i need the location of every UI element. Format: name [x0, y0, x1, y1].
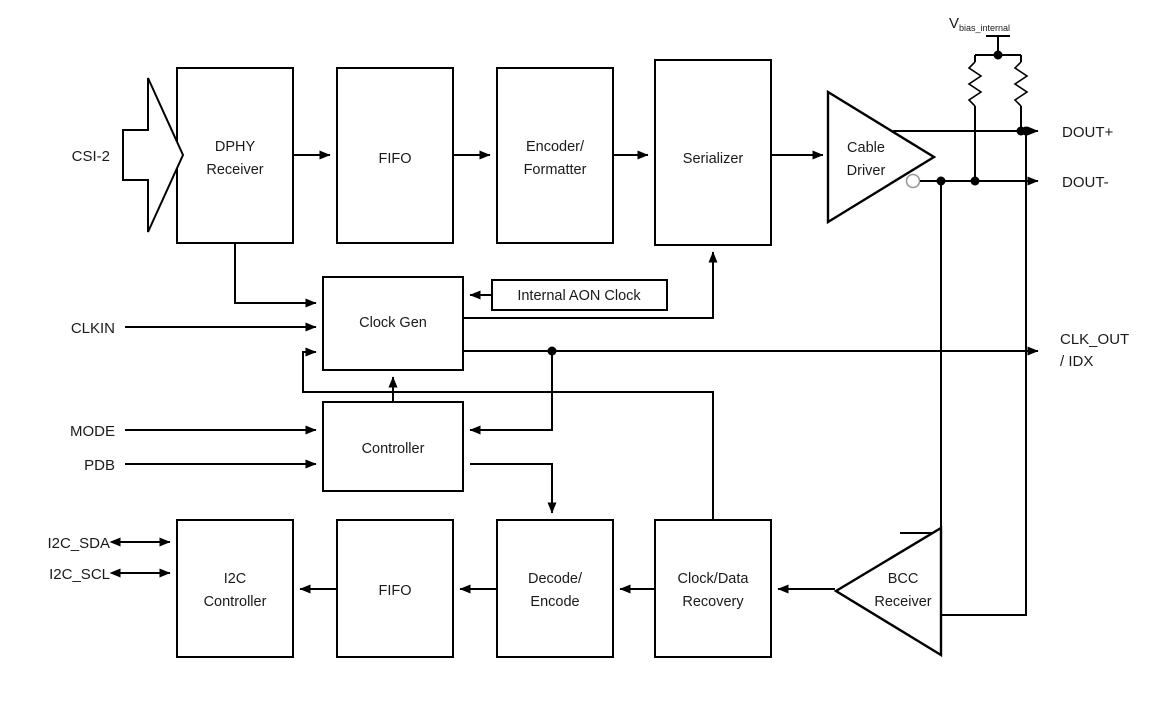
block-fifo-top[interactable]: [336, 67, 454, 244]
wire-doutp-to-bcc: [941, 131, 1027, 616]
wire-clkbranch-to-controller: [469, 351, 553, 435]
block-fifo-top-label: FIFO: [378, 151, 411, 167]
block-i2c-controller-label-1: I2C: [224, 571, 247, 587]
port-label-pdb: PDB: [84, 457, 115, 474]
block-encoder-formatter[interactable]: [496, 67, 614, 244]
block-cdr-label-1: Clock/Data: [678, 571, 750, 587]
port-label-mode: MODE: [70, 423, 115, 440]
port-label-dout-plus: DOUT+: [1062, 124, 1113, 141]
wire-doutn-to-bcc: [900, 181, 942, 534]
port-label-clkin: CLKIN: [71, 320, 115, 337]
amp-cable-driver-label-1: Cable: [847, 140, 885, 156]
port-label-i2c-scl: I2C_SCL: [49, 566, 110, 583]
port-label-clk-out: CLK_OUT: [1060, 331, 1129, 348]
block-fifo-bottom-label: FIFO: [378, 583, 411, 599]
supply-label-vbias-subscript: bias_internal: [959, 23, 1010, 33]
block-cdr-label-2: Recovery: [682, 594, 744, 610]
supply-label-vbias-base: V: [949, 15, 959, 32]
wire-dphy-to-clockgen: [234, 243, 317, 308]
junction-dot-doutn-resistor: [970, 176, 980, 186]
block-clock-data-recovery[interactable]: [654, 519, 772, 658]
block-controller[interactable]: [322, 401, 464, 492]
wire-clockgen-to-serializer: [463, 251, 718, 319]
amp-cable-driver[interactable]: [826, 89, 937, 225]
amp-bcc-receiver-label-2: Receiver: [874, 594, 931, 610]
block-i2c-controller[interactable]: [176, 519, 294, 658]
port-label-dout-minus: DOUT-: [1062, 174, 1109, 191]
wire-cdr-to-clockgen: [302, 347, 714, 520]
block-serializer-label: Serializer: [683, 151, 744, 167]
block-encoder-formatter-label-2: Formatter: [524, 162, 587, 178]
block-dphy-receiver-label-2: Receiver: [206, 162, 263, 178]
block-fifo-bottom[interactable]: [336, 519, 454, 658]
block-controller-label: Controller: [362, 441, 425, 457]
port-label-csi2: CSI-2: [72, 148, 110, 165]
block-clock-gen-label: Clock Gen: [359, 315, 427, 331]
block-clock-gen[interactable]: [322, 276, 464, 371]
block-i2c-controller-label-2: Controller: [204, 594, 267, 610]
block-dphy-receiver-label-1: DPHY: [215, 139, 256, 155]
resistor-right-zigzag-icon: [1013, 61, 1029, 107]
block-serializer[interactable]: [654, 59, 772, 246]
amp-bcc-receiver[interactable]: [833, 525, 943, 658]
block-encoder-formatter-label-1: Encoder/: [526, 139, 585, 155]
inversion-bubble-icon: [905, 173, 921, 189]
csi2-bus-arrow-icon: [122, 77, 185, 233]
wire-controller-to-decode: [470, 463, 557, 514]
port-label-i2c-sda: I2C_SDA: [47, 535, 110, 552]
block-decode-encode[interactable]: [496, 519, 614, 658]
resistor-left-zigzag-icon: [967, 61, 983, 107]
amp-cable-driver-label-2: Driver: [847, 163, 886, 179]
block-internal-aon-clock[interactable]: [491, 279, 668, 311]
block-internal-aon-clock-label: Internal AON Clock: [517, 288, 641, 304]
port-label-idx: / IDX: [1060, 353, 1093, 370]
block-decode-encode-label-2: Encode: [530, 594, 579, 610]
block-dphy-receiver[interactable]: [176, 67, 294, 244]
amp-bcc-receiver-label-1: BCC: [888, 571, 919, 587]
block-decode-encode-label-1: Decode/: [528, 571, 583, 587]
